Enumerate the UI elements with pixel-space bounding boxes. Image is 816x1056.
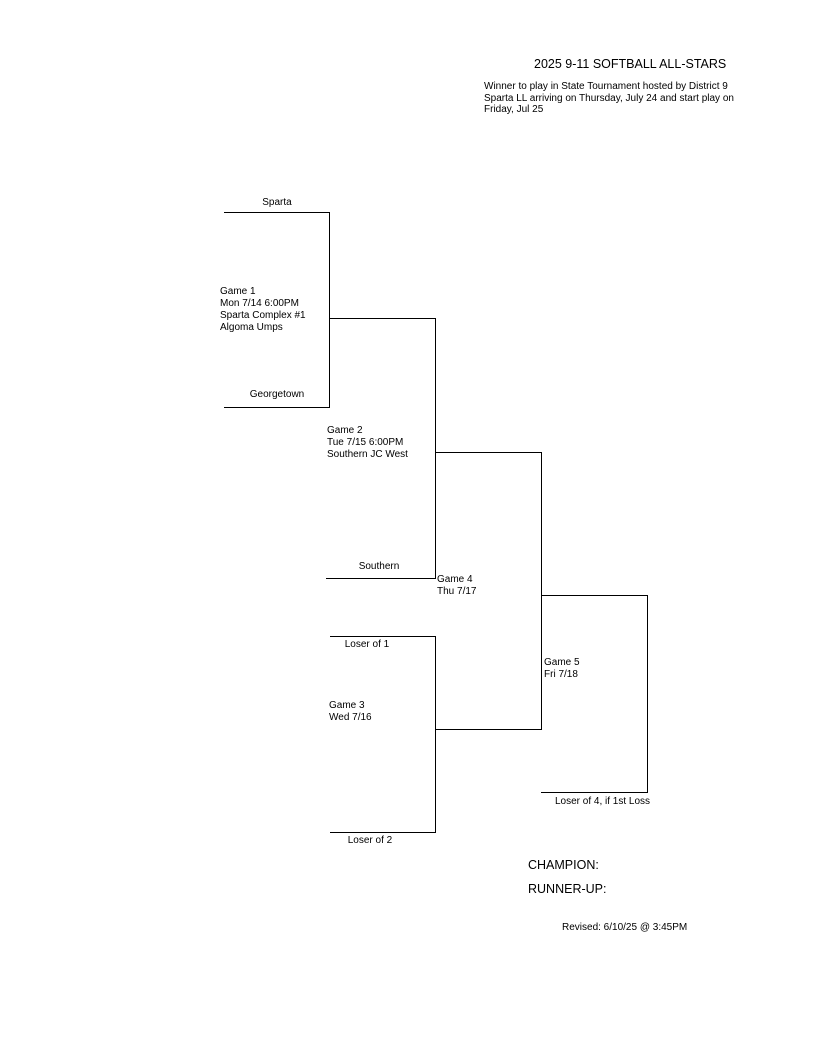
line-game1-vertical	[329, 212, 330, 408]
game4-time: Thu 7/17	[437, 586, 477, 597]
line-georgetown	[224, 407, 330, 408]
line-game4-vertical	[541, 452, 542, 730]
game1-title: Game 1	[220, 286, 256, 297]
game5-time: Fri 7/18	[544, 669, 578, 680]
tournament-note: Winner to play in State Tournament hoste…	[484, 81, 734, 115]
line-loser-of-4	[541, 792, 648, 793]
team-southern: Southern	[358, 561, 400, 572]
runner-up-label: RUNNER-UP:	[528, 882, 607, 896]
line-game3-winner	[435, 729, 542, 730]
champion-label: CHAMPION:	[528, 858, 599, 872]
game2-venue: Southern JC West	[327, 449, 408, 460]
line-game5-vertical	[647, 595, 648, 793]
line-game3-vertical	[435, 636, 436, 833]
game2-info: Game 2 Tue 7/15 6:00PM Southern JC West	[327, 425, 408, 461]
line-game2-vertical	[435, 318, 436, 579]
game5-title: Game 5	[544, 657, 580, 668]
game4-title: Game 4	[437, 574, 473, 585]
slot-loser-of-2: Loser of 2	[347, 835, 393, 846]
game4-info: Game 4 Thu 7/17	[437, 574, 476, 598]
game1-umps: Algoma Umps	[220, 322, 283, 333]
line-southern	[326, 578, 436, 579]
game5-info: Game 5 Fri 7/18	[544, 657, 580, 681]
game3-title: Game 3	[329, 700, 365, 711]
line-loser-of-1	[330, 636, 436, 637]
game3-info: Game 3 Wed 7/16	[329, 700, 372, 724]
game1-info: Game 1 Mon 7/14 6:00PM Sparta Complex #1…	[220, 286, 306, 334]
slot-loser-of-4: Loser of 4, if 1st Loss	[555, 796, 651, 807]
line-game4-winner	[541, 595, 648, 596]
game1-time: Mon 7/14 6:00PM	[220, 298, 299, 309]
line-sparta	[224, 212, 330, 213]
page-title: 2025 9-11 SOFTBALL ALL-STARS	[534, 57, 727, 71]
revised-timestamp: Revised: 6/10/25 @ 3:45PM	[562, 922, 688, 933]
game2-time: Tue 7/15 6:00PM	[327, 437, 404, 448]
slot-loser-of-1: Loser of 1	[344, 639, 390, 650]
game2-title: Game 2	[327, 425, 363, 436]
game3-time: Wed 7/16	[329, 712, 372, 723]
line-game1-winner	[329, 318, 436, 319]
team-sparta: Sparta	[262, 197, 292, 208]
line-game2-winner	[435, 452, 542, 453]
line-loser-of-2	[330, 832, 436, 833]
game1-venue: Sparta Complex #1	[220, 310, 306, 321]
team-georgetown: Georgetown	[249, 389, 305, 400]
